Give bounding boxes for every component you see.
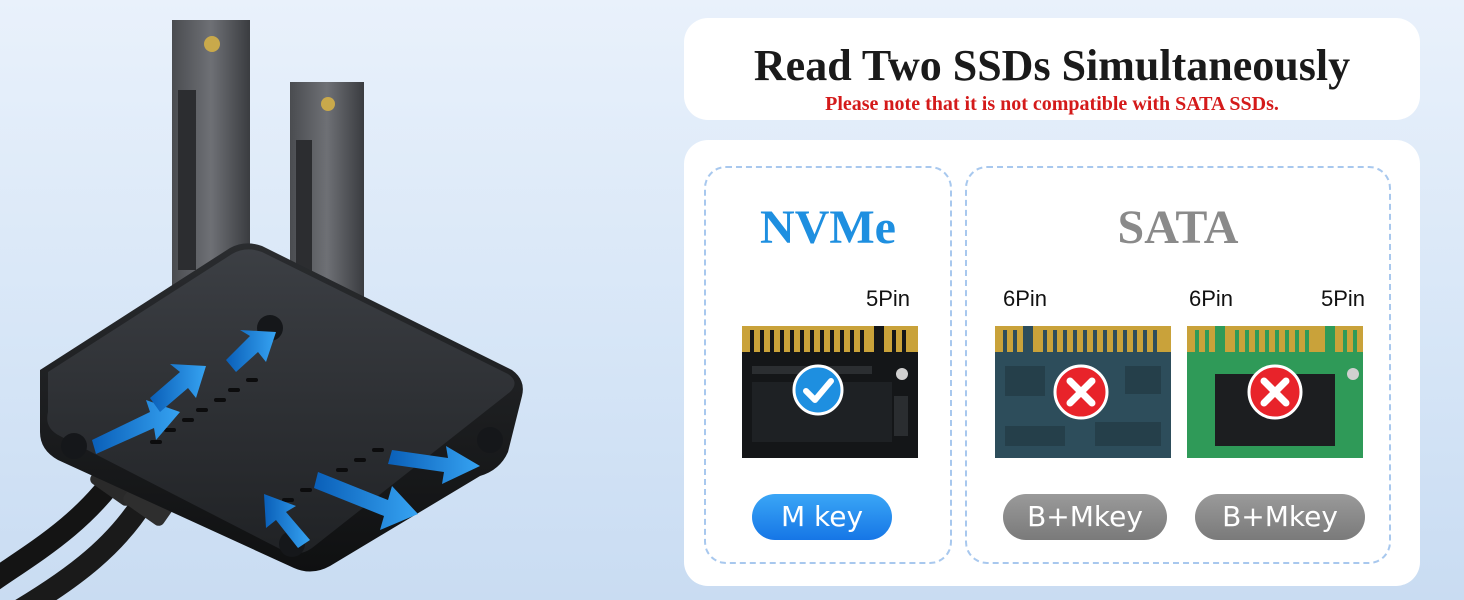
airflow-arrows	[92, 330, 480, 548]
x-circle-icon	[1053, 364, 1109, 420]
nvme-heading: NVMe	[760, 201, 896, 254]
comparison-card: NVMe 5Pin M key	[684, 140, 1420, 586]
sata-panel: SATA 6Pin B+Mkey	[965, 166, 1391, 564]
ssd-docking-station-illustration	[0, 20, 523, 600]
nvme-pin-label: 5Pin	[866, 286, 911, 311]
check-circle-icon	[792, 364, 844, 416]
title-card: Read Two SSDs Simultaneously Please note…	[684, 18, 1420, 120]
b-m-key-badge-2: B+Mkey	[1195, 494, 1365, 540]
sata-card-2-pin-right: 5Pin	[1321, 286, 1366, 311]
sata-card-2-pin-left: 6Pin	[1189, 286, 1234, 311]
dock-body	[40, 243, 523, 572]
sata-heading: SATA	[1117, 201, 1239, 254]
page-title: Read Two SSDs Simultaneously	[753, 41, 1351, 90]
sata-ssd-image-1	[995, 326, 1171, 458]
x-circle-icon	[1247, 364, 1303, 420]
nvme-panel: NVMe 5Pin M key	[704, 166, 952, 564]
ssd-stick-right	[290, 82, 364, 302]
b-m-key-badge-1: B+Mkey	[1003, 494, 1167, 540]
compatibility-note: Please note that it is not compatible wi…	[825, 93, 1279, 115]
m-key-badge: M key	[752, 494, 892, 540]
sata-card-1-pin-left: 6Pin	[1003, 286, 1048, 311]
sata-ssd-image-2	[1187, 326, 1363, 458]
